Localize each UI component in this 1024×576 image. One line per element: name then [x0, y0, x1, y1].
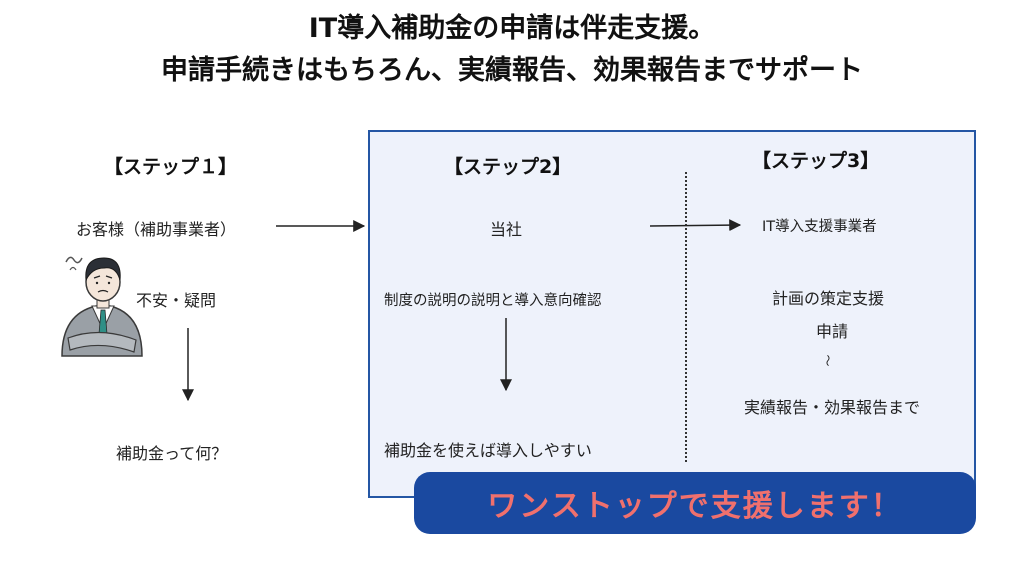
easy-label: 補助金を使えば導入しやすい: [384, 441, 592, 460]
arrow-company-to-vendor: [649, 219, 742, 232]
service-panel: [368, 130, 976, 498]
report-label: 実績報告・効果報告まで: [744, 398, 921, 417]
worried-businessman-icon: [61, 256, 143, 357]
step3-label: 【ステップ3】: [752, 150, 880, 172]
explain-label: 制度の説明の説明と導入意向確認: [384, 293, 602, 309]
question-label: 補助金って何？: [116, 444, 228, 463]
step2-label: 【ステップ2】: [444, 156, 572, 178]
one-stop-banner: ワンストップで支援します！: [414, 472, 976, 534]
apply-label: 申請: [816, 322, 849, 341]
vendor-label: IT導入支援事業者: [762, 219, 877, 235]
banner-text: ワンストップで支援します！: [487, 489, 903, 524]
concern-label: 不安・疑問: [136, 291, 217, 310]
page-title-line2: 申請手続きはもちろん、実績報告、効果報告までサポート: [161, 55, 863, 86]
company-label: 当社: [490, 220, 523, 239]
customer-label: お客様（補助事業者）: [76, 220, 237, 239]
step1-label: 【ステップ１】: [104, 156, 238, 178]
plan-label: 計画の策定支援: [772, 289, 885, 308]
step-divider: [685, 172, 687, 462]
page-title-line1: IT導入補助金の申請は伴走支援。: [308, 13, 716, 44]
